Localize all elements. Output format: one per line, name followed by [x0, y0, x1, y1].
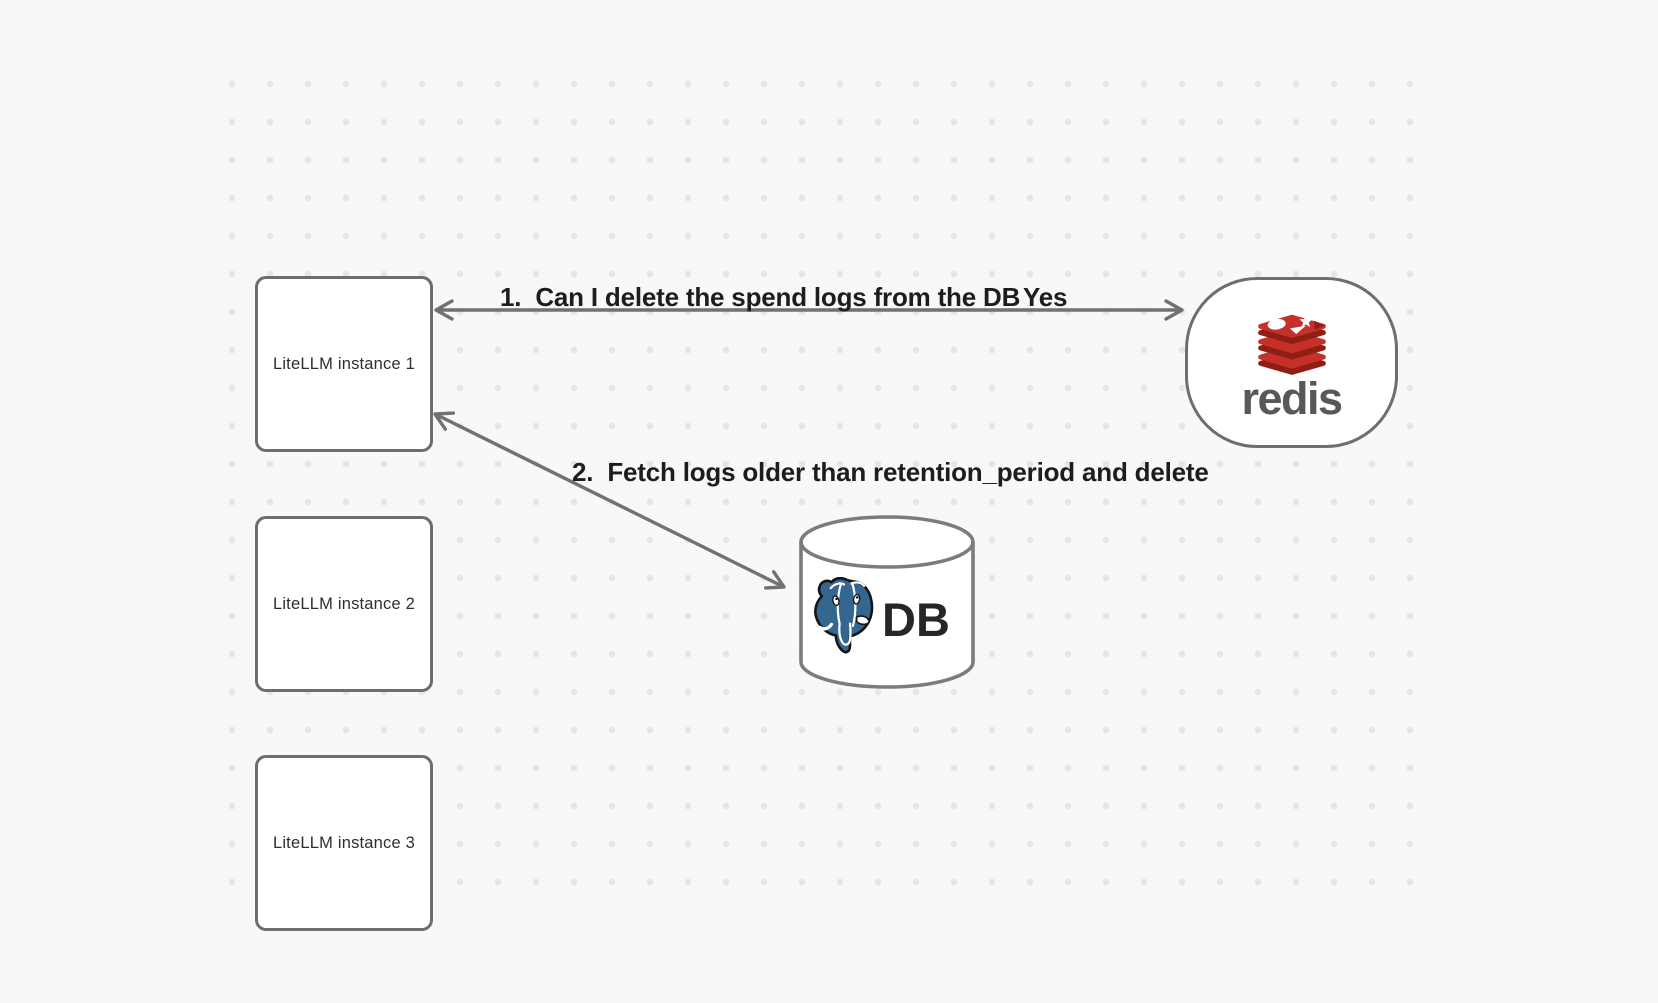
db-label: DB	[882, 593, 950, 646]
litellm-instance-1-label: LiteLLM instance 1	[272, 354, 416, 373]
litellm-instance-2-label: LiteLLM instance 2	[272, 594, 416, 613]
redis-stack-icon	[1257, 313, 1326, 375]
annotation-step1-answer: Yes	[1023, 282, 1068, 312]
node-litellm-instance-3: LiteLLM instance 3	[255, 755, 433, 931]
annotation-step1: 1. Can I delete the spend logs from the …	[500, 282, 1021, 312]
litellm-instance-3-label: LiteLLM instance 3	[272, 833, 416, 852]
node-redis: redis	[1185, 277, 1398, 448]
redis-wordmark: redis	[1241, 372, 1343, 424]
node-litellm-instance-2: LiteLLM instance 2	[255, 516, 433, 692]
postgresql-elephant-icon	[814, 577, 874, 654]
node-litellm-instance-1: LiteLLM instance 1	[255, 276, 433, 452]
annotation-step2: 2. Fetch logs older than retention_perio…	[572, 457, 1209, 487]
arrow-litellm1-db	[433, 411, 786, 590]
node-database: DB	[797, 513, 977, 691]
